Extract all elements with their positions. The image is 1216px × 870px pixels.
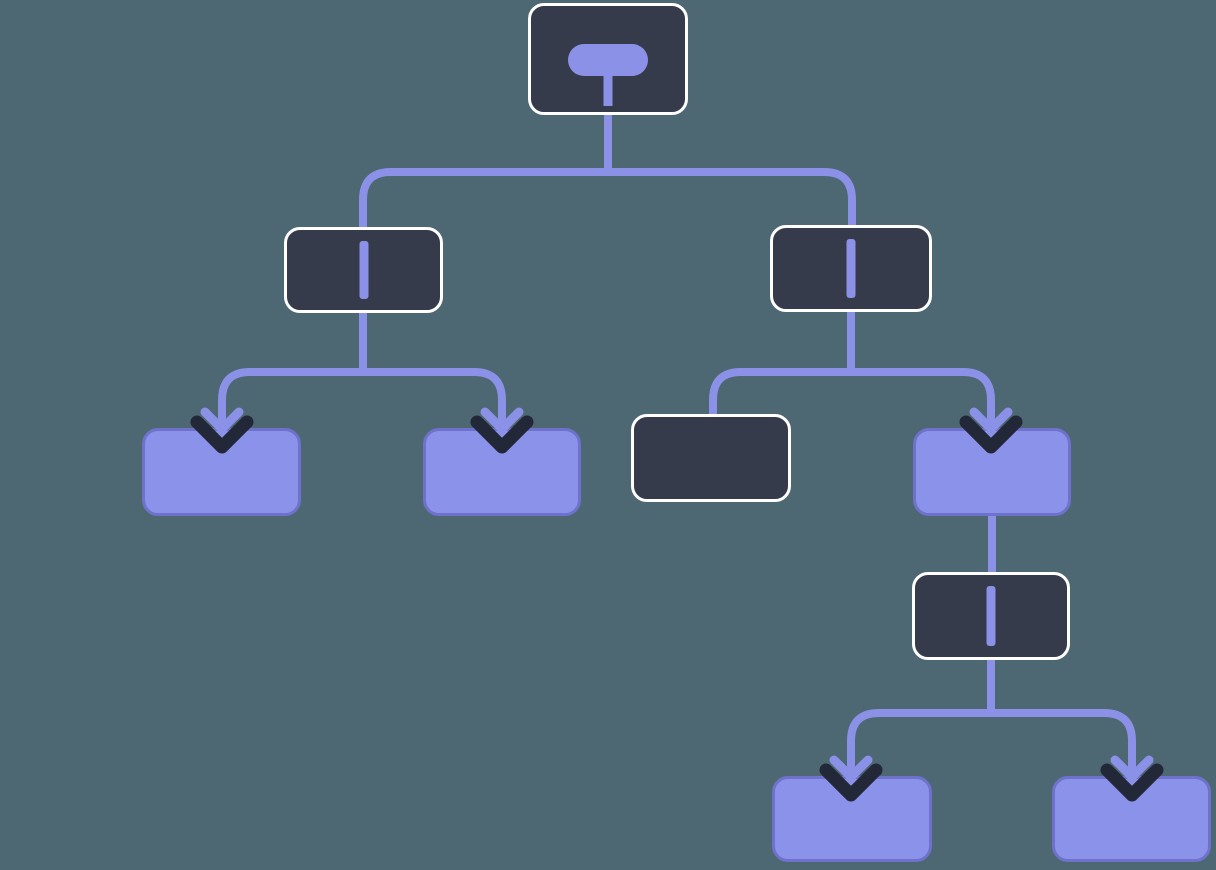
node-leaf-bottom-2[interactable] bbox=[1052, 776, 1211, 862]
edge-pass-node-split bbox=[847, 709, 1136, 778]
pass-through-line-icon bbox=[986, 586, 996, 646]
node-root[interactable] bbox=[528, 3, 688, 115]
edge-branch-left-split bbox=[218, 368, 506, 430]
pass-through-line-icon bbox=[846, 239, 856, 298]
node-branch-left[interactable] bbox=[284, 227, 443, 313]
node-branch-lower[interactable] bbox=[913, 428, 1071, 516]
edge-root-split bbox=[359, 168, 856, 230]
pass-through-line-icon bbox=[359, 241, 368, 299]
node-leaf-left-1[interactable] bbox=[142, 428, 301, 516]
chevron-purple-shape bbox=[1110, 755, 1154, 782]
node-pass[interactable] bbox=[912, 572, 1070, 660]
chevron-purple-shape bbox=[969, 407, 1013, 434]
node-leaf-bottom-1[interactable] bbox=[772, 776, 932, 862]
node-branch-right[interactable] bbox=[770, 225, 932, 312]
node-plain-dark[interactable] bbox=[631, 414, 791, 502]
node-leaf-left-2[interactable] bbox=[423, 428, 581, 516]
chevron-purple-shape bbox=[829, 755, 873, 782]
pill-stem-icon bbox=[603, 76, 613, 106]
chevron-purple-shape bbox=[200, 407, 244, 434]
pill-connector-icon bbox=[568, 44, 648, 76]
chevron-purple-shape bbox=[480, 407, 524, 434]
